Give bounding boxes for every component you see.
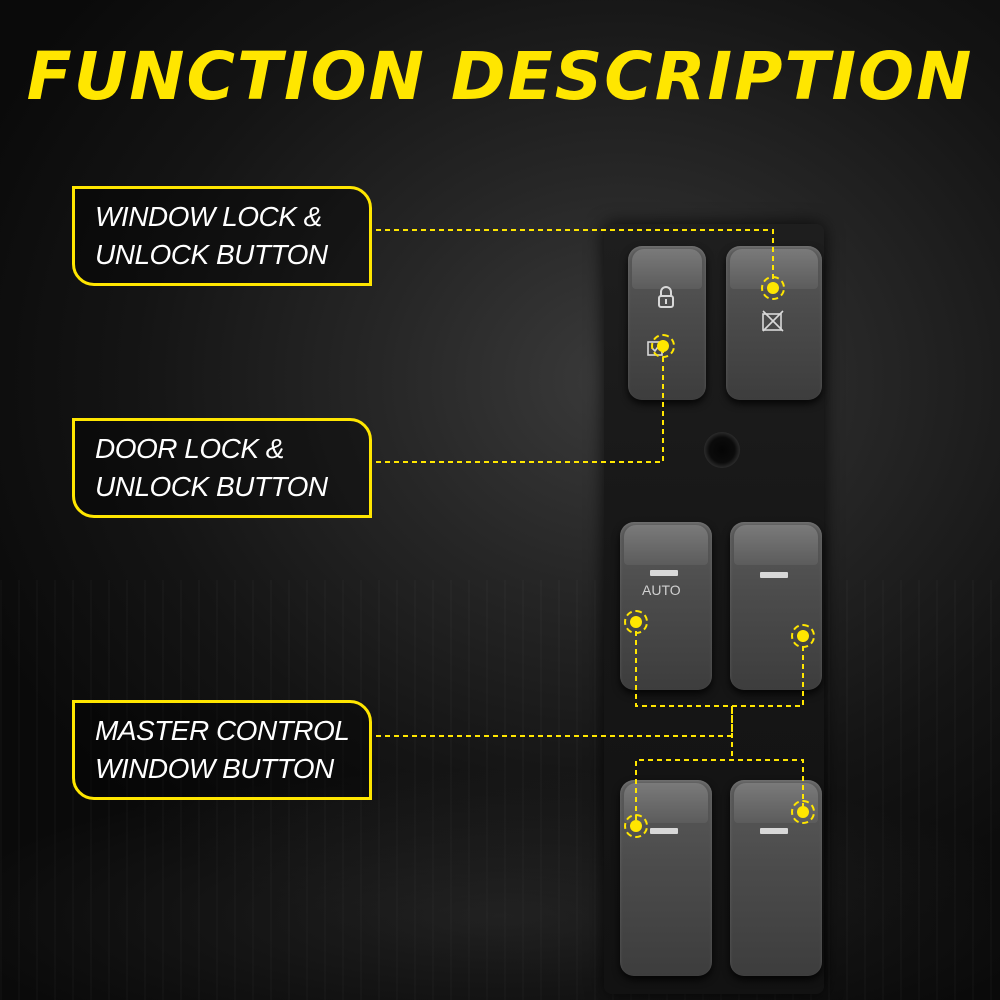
mirror-knob[interactable] xyxy=(704,432,740,468)
door-lock-line1: DOOR LOCK & xyxy=(95,433,284,464)
door-lock-indicator xyxy=(651,334,675,358)
rear-right-window-marker xyxy=(760,828,788,834)
master-control-callout: MASTER CONTROL WINDOW BUTTON xyxy=(72,700,372,800)
passenger-window-button[interactable] xyxy=(730,522,822,690)
background-floor xyxy=(0,580,1000,1000)
rear-left-window-marker xyxy=(650,828,678,834)
padlock-icon xyxy=(658,286,674,308)
window-lock-indicator xyxy=(761,276,785,300)
passenger-window-marker xyxy=(760,572,788,578)
master-control-line2: WINDOW BUTTON xyxy=(95,753,334,784)
door-lock-button[interactable] xyxy=(628,246,706,400)
auto-label: AUTO xyxy=(642,582,681,598)
driver-window-marker xyxy=(650,570,678,576)
passenger-window-indicator xyxy=(791,624,815,648)
rear-right-window-indicator xyxy=(791,800,815,824)
rear-left-window-button[interactable] xyxy=(620,780,712,976)
door-lock-line2: UNLOCK BUTTON xyxy=(95,471,328,502)
door-lock-callout: DOOR LOCK & UNLOCK BUTTON xyxy=(72,418,372,518)
window-lock-icon xyxy=(762,310,784,332)
master-control-line1: MASTER CONTROL xyxy=(95,715,350,746)
rear-left-window-indicator xyxy=(624,814,648,838)
page-title: FUNCTION DESCRIPTION xyxy=(26,38,974,115)
window-lock-line2: UNLOCK BUTTON xyxy=(95,239,328,270)
window-lock-callout: WINDOW LOCK & UNLOCK BUTTON xyxy=(72,186,372,286)
driver-window-indicator xyxy=(624,610,648,634)
window-lock-line1: WINDOW LOCK & xyxy=(95,201,322,232)
